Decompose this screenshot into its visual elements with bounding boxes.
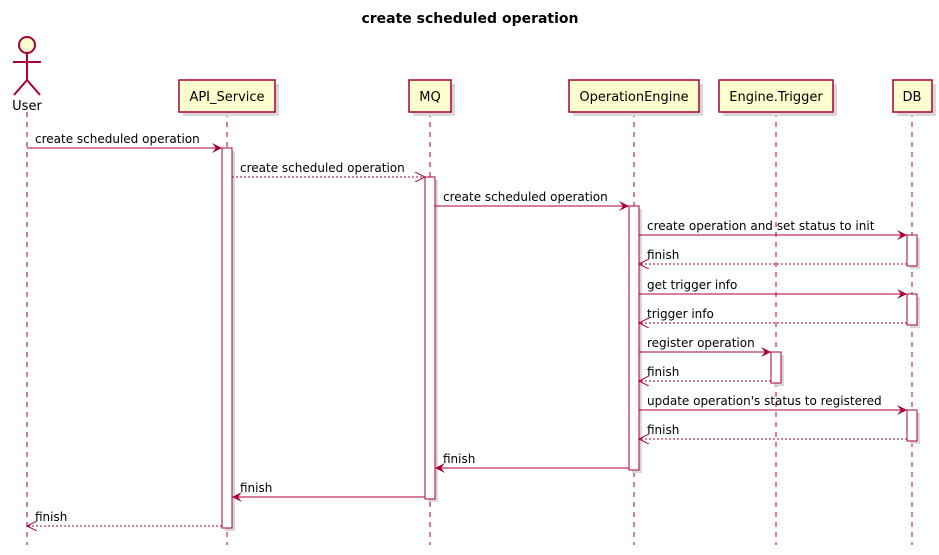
message-label: finish — [647, 423, 679, 437]
message-label: finish — [443, 452, 475, 466]
participant-label: MQ — [419, 90, 440, 105]
participant-box — [408, 79, 452, 113]
participant-engine: OperationEngine — [568, 79, 703, 116]
participant-user: User — [12, 36, 42, 114]
diagram-title: create scheduled operation — [361, 11, 578, 27]
activation-db — [906, 293, 918, 326]
message-11: finish — [435, 452, 629, 473]
participant-label: DB — [903, 90, 922, 105]
activation-trigger — [770, 351, 782, 384]
message-0: create scheduled operation — [27, 132, 222, 153]
participant-box — [178, 79, 276, 113]
participant-box — [718, 79, 834, 113]
message-label: create scheduled operation — [443, 190, 608, 204]
message-10: finish — [639, 423, 907, 439]
message-label: update operation's status to registered — [647, 394, 882, 408]
message-label: finish — [647, 365, 679, 379]
message-2: create scheduled operation — [435, 190, 629, 211]
participant-label: OperationEngine — [579, 90, 688, 105]
lifelines — [26, 112, 913, 545]
message-9: update operation's status to registered — [639, 394, 907, 415]
message-7: register operation — [639, 336, 771, 357]
activation-db — [906, 409, 918, 442]
participant-box — [568, 79, 700, 113]
message-6: trigger info — [639, 307, 907, 323]
message-12: finish — [232, 481, 425, 502]
activations — [221, 147, 920, 531]
messages: create scheduled operation create schedul… — [27, 132, 907, 526]
participant-trigger: Engine.Trigger — [718, 79, 837, 116]
message-label: trigger info — [647, 307, 714, 321]
participant-api: API_Service — [178, 79, 279, 116]
message-4: finish — [639, 248, 907, 264]
message-13: finish — [27, 510, 222, 526]
participant-label: API_Service — [189, 90, 264, 105]
message-8: finish — [639, 365, 771, 381]
message-label: register operation — [647, 336, 755, 350]
message-label: get trigger info — [647, 278, 737, 292]
participant-box — [892, 79, 933, 113]
participant-mq: MQ — [408, 79, 455, 116]
message-5: get trigger info — [639, 278, 907, 299]
activation-api — [221, 147, 233, 529]
message-1: create scheduled operation — [232, 161, 425, 177]
stick-figure-icon — [13, 36, 41, 96]
activation-engine — [628, 205, 640, 471]
message-label: create operation and set status to init — [647, 219, 875, 233]
participants: User API_Service MQ OperationEngine Engine.T… — [12, 36, 936, 116]
message-3: create operation and set status to init — [639, 219, 907, 240]
activation-mq — [424, 176, 436, 500]
message-label: finish — [647, 248, 679, 262]
participant-db: DB — [892, 79, 936, 116]
message-label: finish — [35, 510, 67, 524]
participant-label: Engine.Trigger — [729, 90, 823, 105]
message-label: create scheduled operation — [240, 161, 405, 175]
activation-db — [906, 234, 918, 267]
message-label: finish — [240, 481, 272, 495]
message-label: create scheduled operation — [35, 132, 200, 146]
participant-label: User — [12, 99, 42, 114]
